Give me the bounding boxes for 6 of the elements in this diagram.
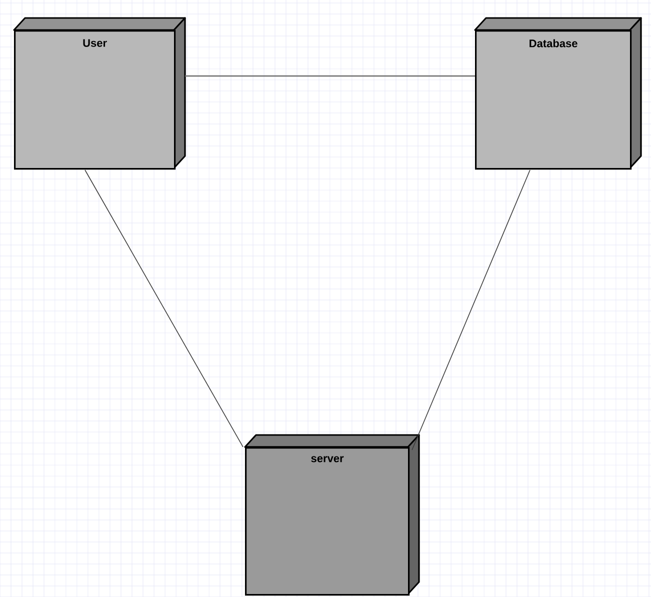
deployment-node: server <box>244 434 420 596</box>
connector-line <box>84 170 244 448</box>
connector-line <box>412 170 530 450</box>
deployment-node: User <box>13 17 186 170</box>
deployment-node: Database <box>474 17 642 170</box>
connector-line <box>185 75 475 77</box>
